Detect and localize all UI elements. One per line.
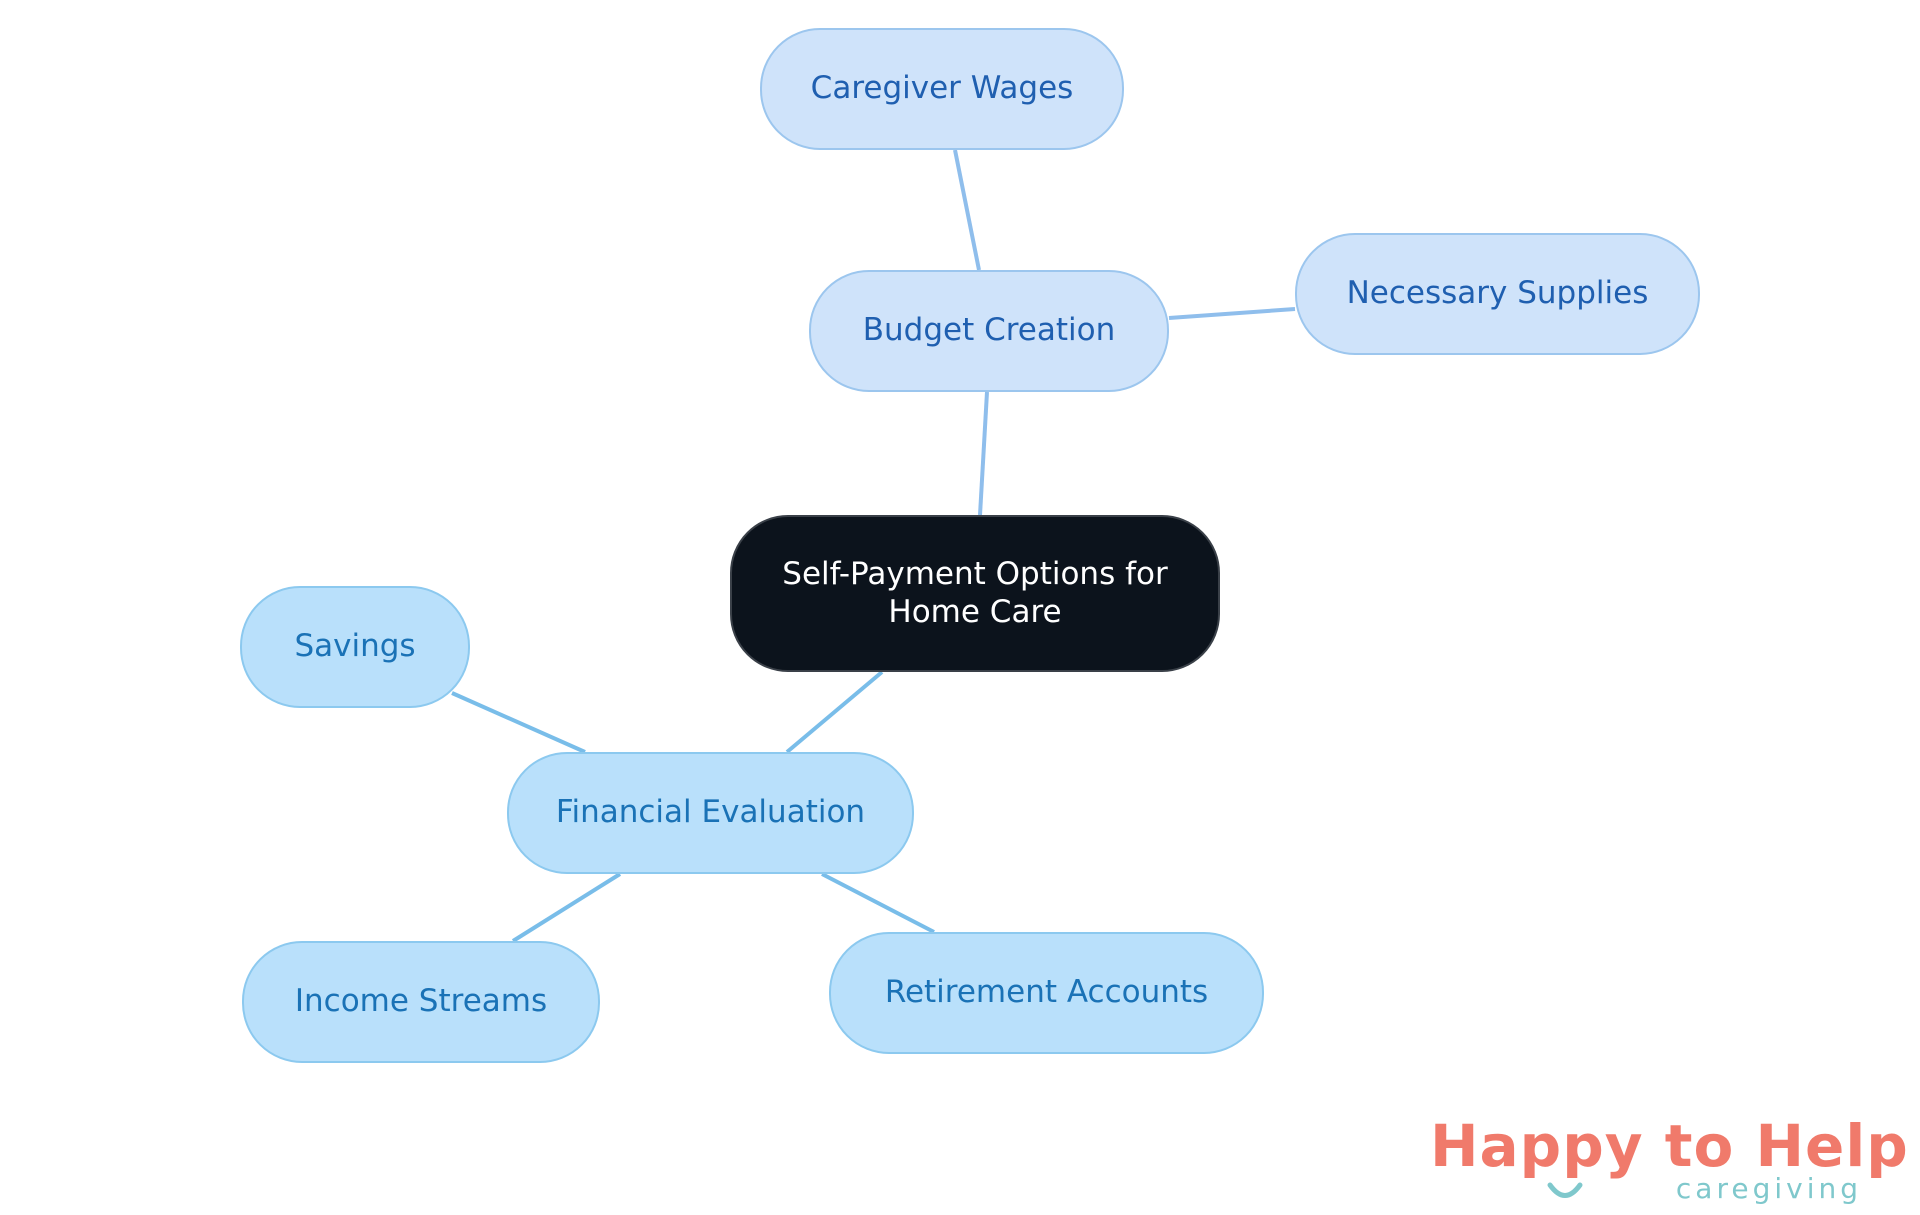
financial-evaluation-node: Financial Evaluation <box>507 752 914 874</box>
savings-label: Savings <box>294 628 416 665</box>
edge-financial-retirement <box>821 872 935 934</box>
edge-budget-supplies <box>1168 307 1296 320</box>
necessary-supplies-node: Necessary Supplies <box>1295 233 1700 355</box>
root-node: Self-Payment Options for Home Care <box>730 515 1220 672</box>
retirement-accounts-label: Retirement Accounts <box>884 974 1209 1011</box>
logo-tagline: caregiving <box>1675 1172 1862 1205</box>
budget-creation-label: Budget Creation <box>862 312 1116 349</box>
income-streams-node: Income Streams <box>242 941 600 1063</box>
budget-creation-node: Budget Creation <box>809 270 1169 392</box>
happy-to-help-logo: Happy to Help caregiving <box>1430 1112 1908 1207</box>
edge-financial-income <box>511 872 622 943</box>
caregiver-wages-label: Caregiver Wages <box>810 70 1074 107</box>
retirement-accounts-node: Retirement Accounts <box>829 932 1264 1054</box>
necessary-supplies-label: Necessary Supplies <box>1346 275 1649 312</box>
financial-evaluation-label: Financial Evaluation <box>555 794 866 831</box>
root-node-label: Self-Payment Options for Home Care <box>782 556 1168 630</box>
edge-budget-wages <box>953 149 981 271</box>
caregiver-wages-node: Caregiver Wages <box>760 28 1124 150</box>
logo-brand-text: Happy to Help <box>1430 1112 1909 1180</box>
smile-icon <box>1547 1182 1583 1198</box>
income-streams-label: Income Streams <box>294 983 548 1020</box>
savings-node: Savings <box>240 586 470 708</box>
edge-root-budget <box>978 391 989 516</box>
edge-financial-savings <box>451 691 586 754</box>
edge-root-financial <box>785 670 884 754</box>
